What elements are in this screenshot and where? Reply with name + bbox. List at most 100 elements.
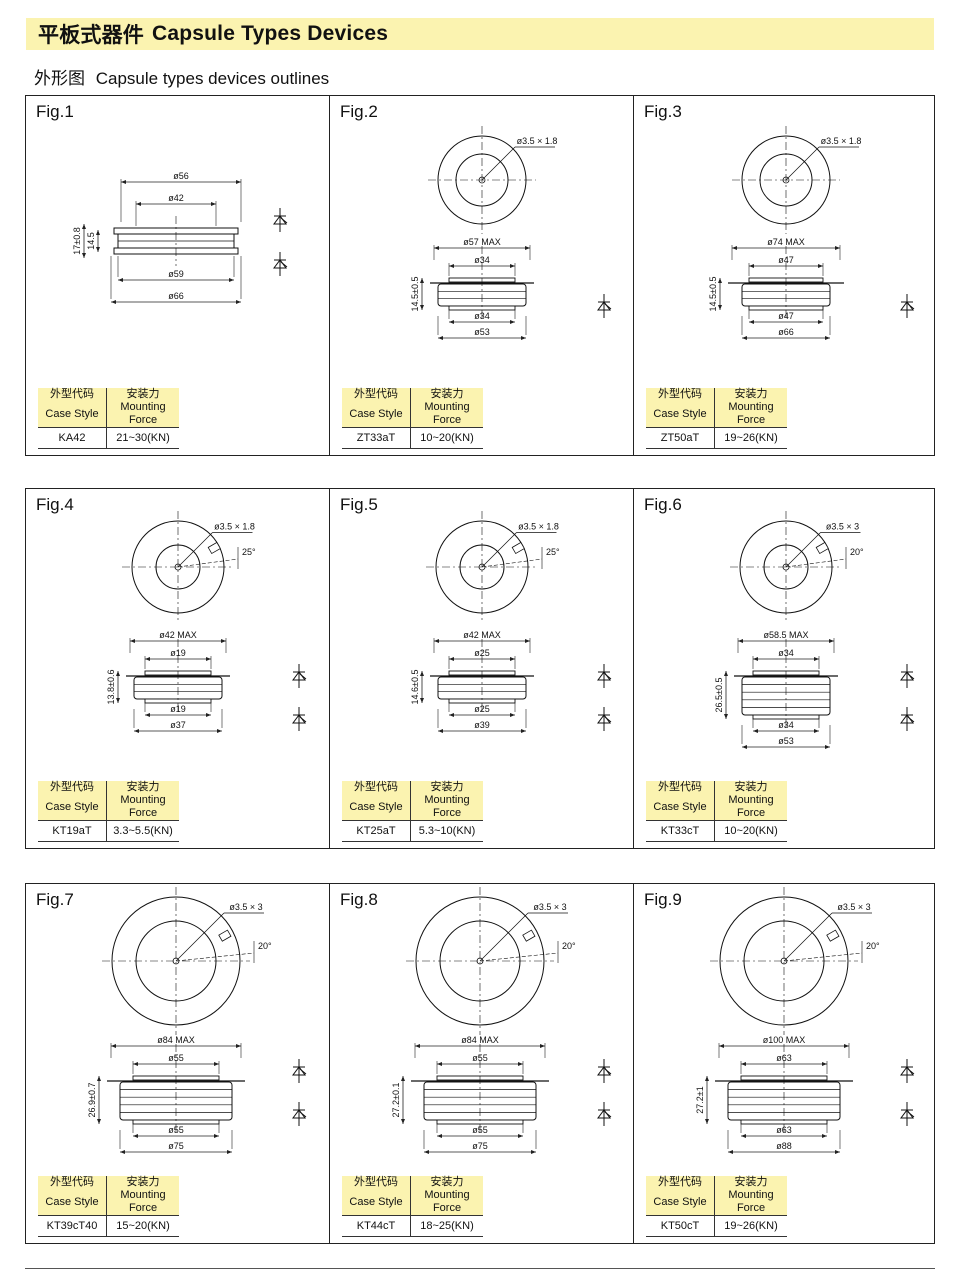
thyristor-symbol: [292, 1102, 307, 1126]
bottom-inner-dimension: ø55: [168, 1125, 184, 1135]
hole-dimension: ø3.5 × 1.8: [517, 136, 558, 146]
height-dimension: 14.6±0.5: [410, 670, 420, 705]
case-style-header-cn: 外型代码: [646, 1176, 715, 1189]
angle-dimension: 20°: [258, 941, 272, 951]
bottom-outer-dimension: ø53: [778, 736, 794, 746]
hole-dimension: ø3.5 × 3: [837, 902, 870, 912]
case-style-header-en: Case Style: [342, 794, 411, 821]
subtitle-en: Capsule types devices outlines: [95, 69, 330, 88]
case-style-value: ZT33aT: [342, 427, 411, 449]
page-header: 平板式器件 Capsule Types Devices: [26, 18, 934, 50]
mounting-force-header-en: Mounting Force: [410, 794, 483, 821]
case-style-header-cn: 外型代码: [342, 388, 411, 401]
mounting-force-header-cn: 安装力: [106, 1176, 179, 1189]
thyristor-symbol: [900, 1102, 915, 1126]
subtitle-cn: 外形图: [34, 69, 85, 88]
hole-dimension: ø3.5 × 3: [533, 902, 566, 912]
mounting-force-header-en: Mounting Force: [410, 401, 483, 428]
mounting-force-header-en: Mounting Force: [714, 1189, 787, 1216]
inner-height-dimension: 14.5: [86, 232, 96, 250]
case-style-header-en: Case Style: [38, 1189, 107, 1216]
bottom-inner-dimension: ø34: [474, 311, 490, 321]
bottom-inner-dimension: ø55: [472, 1125, 488, 1135]
thyristor-symbol: [292, 664, 307, 688]
top-view: ø3.5 × 1.8: [428, 126, 557, 234]
top-inner-dimension: ø47: [778, 255, 794, 265]
hole-dimension: ø3.5 × 1.8: [821, 136, 862, 146]
mounting-force-header-cn: 安装力: [410, 1176, 483, 1189]
top-inner-dimension: ø63: [776, 1053, 792, 1063]
top-view: ø3.5 × 320°: [406, 887, 576, 1035]
top-inner-dimension: ø34: [778, 648, 794, 658]
mounting-force-header-cn: 安装力: [106, 388, 179, 401]
height-dimension: 26.5±0.5: [714, 678, 724, 713]
mounting-force-header-cn: 安装力: [714, 388, 787, 401]
bottom-outer-dimension: ø66: [778, 327, 794, 337]
case-style-value: KT39cT40: [38, 1215, 107, 1237]
section-subtitle: 外形图 Capsule types devices outlines: [34, 64, 329, 89]
case-style-value: KT25aT: [342, 820, 411, 842]
figure-label: Fig.3: [644, 102, 682, 121]
mounting-force-header-cn: 安装力: [714, 1176, 787, 1189]
thyristor-symbol: [292, 1059, 307, 1083]
case-style-value: KT44cT: [342, 1215, 411, 1237]
case-style-value: KT50cT: [646, 1215, 715, 1237]
bottom-rule: [25, 1268, 935, 1269]
thyristor-symbol: [273, 252, 288, 276]
mounting-force-value: 19~26(KN): [714, 427, 787, 449]
top-outer-dimension: ø56: [173, 171, 189, 181]
bottom-outer-dimension: ø39: [474, 720, 490, 730]
thyristor-symbol: [292, 707, 307, 731]
bottom-outer-dimension: ø37: [170, 720, 186, 730]
figure-label: Fig.4: [36, 495, 74, 514]
case-style-header-cn: 外型代码: [342, 1176, 411, 1189]
hole-dimension: ø3.5 × 1.8: [214, 522, 255, 532]
figure-label: Fig.8: [340, 890, 378, 909]
bottom-inner-dimension: ø19: [170, 704, 186, 714]
hole-dimension: ø3.5 × 3: [826, 522, 859, 532]
height-dimension: 13.8±0.6: [106, 670, 116, 705]
max-dimension: ø74 MAX: [767, 237, 805, 247]
bottom-inner-dimension: ø34: [778, 720, 794, 730]
angle-dimension: 25°: [242, 547, 256, 557]
max-dimension: ø42 MAX: [463, 630, 501, 640]
max-dimension: ø84 MAX: [461, 1035, 499, 1045]
top-view: ø3.5 × 1.825°: [426, 511, 560, 623]
angle-dimension: 20°: [866, 941, 880, 951]
height-dimension: 27.2±1: [695, 1086, 705, 1113]
thyristor-symbol: [597, 707, 612, 731]
top-inner-dimension: ø42: [168, 193, 184, 203]
angle-dimension: 20°: [850, 547, 864, 557]
hole-dimension: ø3.5 × 1.8: [518, 522, 559, 532]
top-view: ø3.5 × 3 20°: [710, 887, 880, 1035]
thyristor-symbol: [900, 1059, 915, 1083]
height-dimension: 26.9±0.7: [87, 1083, 97, 1118]
bottom-outer-dimension: ø88: [776, 1141, 792, 1151]
mounting-force-value: 21~30(KN): [106, 427, 179, 449]
mounting-force-value: 19~26(KN): [714, 1215, 787, 1237]
mounting-force-header-en: Mounting Force: [106, 401, 179, 428]
case-style-header-cn: 外型代码: [646, 388, 715, 401]
